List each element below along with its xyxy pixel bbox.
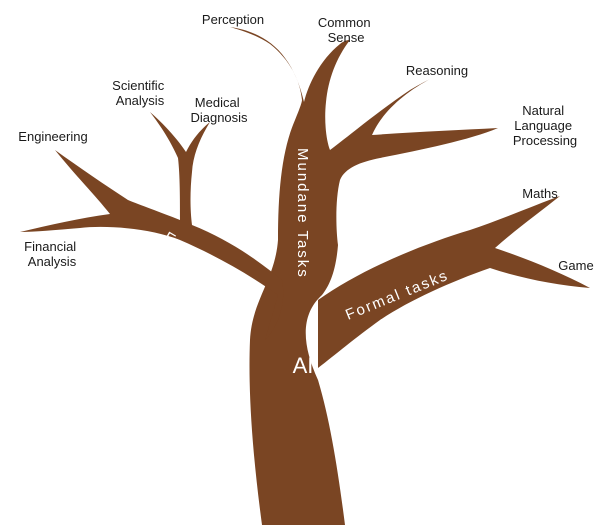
tree-shape xyxy=(20,27,590,525)
leaf-scientific-line: Analysis xyxy=(116,93,165,108)
leaf-common-sense-line: Sense xyxy=(328,30,365,45)
leaf-perception: Perception xyxy=(202,12,264,27)
branch-label-mundane: Mundane Tasks xyxy=(294,148,311,279)
leaf-medical-line: Diagnosis xyxy=(190,110,248,125)
leaf-scientific-analysis: Scientific Analysis xyxy=(112,78,168,108)
trunk xyxy=(230,27,498,525)
leaf-financial-line: Financial xyxy=(24,239,76,254)
leaf-medical-diagnosis: Medical Diagnosis xyxy=(190,95,248,125)
leaf-game: Game xyxy=(558,258,593,273)
leaf-medical-line: Medical xyxy=(195,95,240,110)
leaf-nlp-line: Language xyxy=(514,118,572,133)
leaf-common-sense: Common Sense xyxy=(318,15,374,45)
leaf-reasoning: Reasoning xyxy=(406,63,468,78)
leaf-financial-analysis: Financial Analysis xyxy=(24,239,80,269)
branch-expert-shape xyxy=(20,112,284,340)
leaf-nlp-line: Natural xyxy=(522,103,564,118)
leaf-maths: Maths xyxy=(522,186,558,201)
leaf-engineering: Engineering xyxy=(18,129,87,144)
root-label: AI xyxy=(293,353,314,378)
leaf-scientific-line: Scientific xyxy=(112,78,165,93)
leaf-nlp-line: Processing xyxy=(513,133,577,148)
branch-formal-shape xyxy=(318,196,590,368)
leaf-common-sense-line: Common xyxy=(318,15,371,30)
leaf-nlp: Natural Language Processing xyxy=(513,103,577,148)
leaf-financial-line: Analysis xyxy=(28,254,77,269)
